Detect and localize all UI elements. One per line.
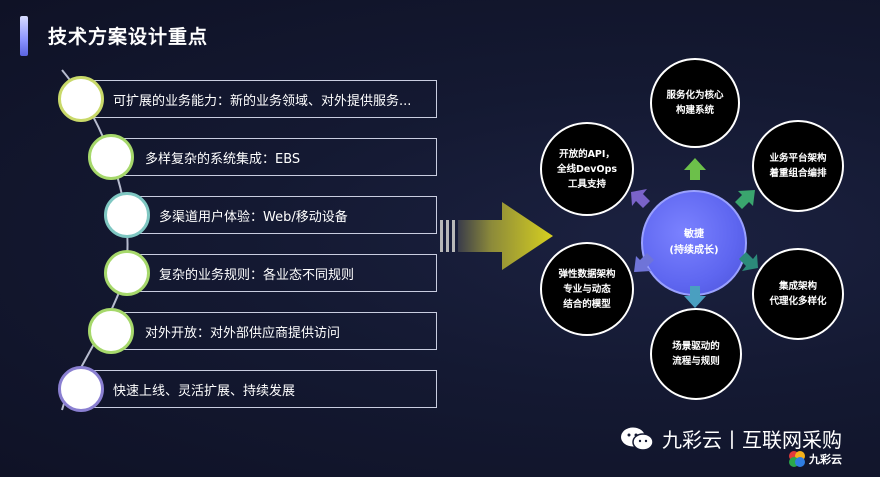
hub-node-data: 弹性数据架构 专业与动态 结合的模型 bbox=[540, 242, 634, 336]
hub-center-subtitle: (持续成长) bbox=[669, 245, 719, 256]
hub-node-api-line1: 开放的API， bbox=[559, 148, 615, 160]
hub-node-platform-line1: 业务平台架构 bbox=[769, 153, 827, 164]
hub-node-scenario-line2: 流程与规则 bbox=[672, 356, 720, 367]
capability-bullet-3 bbox=[104, 192, 150, 238]
wechat-watermark: 九彩云丨互联网采购 bbox=[620, 424, 842, 453]
hub-node-data-line2: 专业与动态 bbox=[563, 283, 611, 295]
hub-node-service-line2: 构建系统 bbox=[675, 105, 714, 116]
hub-arrows bbox=[631, 158, 758, 308]
hub-node-integration: 集成架构 代理化多样化 bbox=[752, 248, 844, 340]
capability-label-3: 多渠道用户体验：Web/移动设备 bbox=[159, 209, 348, 225]
capability-item-1: 可扩展的业务能力：新的业务领域、对外提供服务... bbox=[82, 80, 437, 118]
hub-node-platform: 业务平台架构 着重组合编排 bbox=[752, 120, 844, 212]
hub-node-service: 服务化为核心 构建系统 bbox=[650, 58, 740, 148]
capability-item-2: 多样复杂的系统集成：EBS bbox=[112, 138, 437, 176]
hub-node-data-line3: 结合的模型 bbox=[563, 298, 611, 310]
capability-bullet-1 bbox=[58, 76, 104, 122]
transition-arrow-icon bbox=[440, 202, 553, 270]
watermark-text: 九彩云丨互联网采购 bbox=[662, 428, 842, 452]
capability-label-6: 快速上线、灵活扩展、持续发展 bbox=[113, 383, 296, 399]
capability-label-1: 可扩展的业务能力：新的业务领域、对外提供服务... bbox=[113, 93, 412, 109]
hub-node-scenario-line1: 场景驱动的 bbox=[672, 341, 720, 352]
wechat-icon bbox=[621, 427, 654, 451]
hub-node-integration-line1: 集成架构 bbox=[778, 281, 817, 292]
hub-node-service-line1: 服务化为核心 bbox=[666, 90, 724, 101]
capability-bullet-4 bbox=[104, 250, 150, 296]
hub-node-scenario: 场景驱动的 流程与规则 bbox=[650, 308, 742, 400]
hub-node-api-line3: 工具支持 bbox=[567, 178, 606, 190]
page-title: 技术方案设计重点 bbox=[48, 26, 209, 48]
capability-item-3: 多渠道用户体验：Web/移动设备 bbox=[128, 196, 437, 234]
capability-bullet-6 bbox=[58, 366, 104, 412]
hub-node-api: 开放的API， 全线DevOps 工具支持 bbox=[540, 122, 634, 216]
capability-item-5: 对外开放：对外部供应商提供访问 bbox=[112, 312, 437, 350]
capability-label-2: 多样复杂的系统集成：EBS bbox=[145, 151, 301, 167]
capability-label-4: 复杂的业务规则：各业态不同规则 bbox=[159, 267, 355, 283]
hub-node-integration-line2: 代理化多样化 bbox=[769, 296, 827, 307]
hub-node-data-line1: 弹性数据架构 bbox=[558, 268, 616, 280]
capability-label-5: 对外开放：对外部供应商提供访问 bbox=[145, 325, 341, 341]
brand-logo-icon bbox=[789, 451, 805, 467]
capability-bullet-5 bbox=[88, 308, 134, 354]
hub-node-platform-line2: 着重组合编排 bbox=[769, 168, 827, 179]
capability-item-6: 快速上线、灵活扩展、持续发展 bbox=[82, 370, 437, 408]
capability-bullet-2 bbox=[88, 134, 134, 180]
brand-logo-text: 九彩云 bbox=[809, 453, 842, 466]
hub-node-api-line2: 全线DevOps bbox=[556, 163, 618, 175]
capability-item-4: 复杂的业务规则：各业态不同规则 bbox=[128, 254, 437, 292]
brand-logo: 九彩云 bbox=[788, 450, 842, 468]
hub-center-circle: 敏捷 (持续成长) bbox=[641, 190, 747, 296]
hub-center-title: 敏捷 bbox=[684, 229, 704, 240]
title-accent-bar bbox=[20, 16, 28, 56]
